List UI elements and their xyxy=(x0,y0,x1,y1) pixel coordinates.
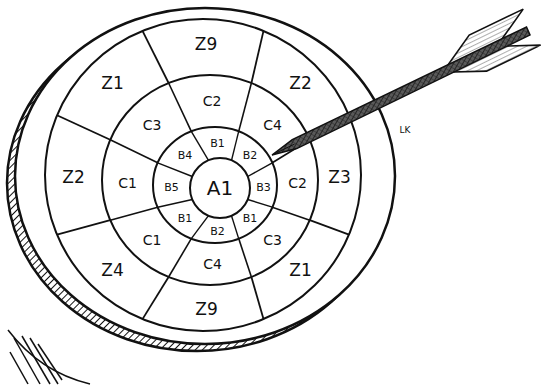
middle-ring-label: C1 xyxy=(118,176,137,190)
inner-ring-label: B5 xyxy=(164,181,179,192)
inner-ring-label: B1 xyxy=(178,212,193,223)
arrow-shaft xyxy=(272,27,530,155)
inner-ring-label: B2 xyxy=(210,225,225,236)
inner-ring-label: B2 xyxy=(243,150,258,161)
outer-ring-label: Z1 xyxy=(289,262,311,279)
middle-ring-label: C4 xyxy=(203,257,222,271)
middle-ring-label: C3 xyxy=(263,233,282,247)
outer-ring-label: Z1 xyxy=(101,75,123,92)
z-ring xyxy=(45,19,361,331)
board-outer-rim xyxy=(15,8,395,344)
outer-ring-label: Z3 xyxy=(328,168,350,185)
inner-ring-label: B3 xyxy=(256,181,271,192)
arrow-tip xyxy=(272,144,295,155)
outer-ring-label: Z4 xyxy=(101,262,123,279)
bullseye-label: A1 xyxy=(207,178,233,198)
c-ring xyxy=(102,75,318,285)
outer-ring-label: Z9 xyxy=(195,301,217,318)
artist-signature: LK xyxy=(400,126,411,135)
z-dividers xyxy=(57,31,349,319)
middle-ring-label: C4 xyxy=(263,118,282,132)
arrow xyxy=(272,9,541,155)
b-ring xyxy=(153,127,277,243)
middle-ring-label: C1 xyxy=(143,233,162,247)
c-dividers xyxy=(110,83,310,277)
outer-ring-label: Z2 xyxy=(62,168,84,185)
inner-ring-label: B1 xyxy=(210,137,225,148)
middle-ring-label: C3 xyxy=(143,118,162,132)
outer-ring-label: Z9 xyxy=(195,36,217,53)
ground-shadow xyxy=(8,330,90,384)
outer-ring-label: Z2 xyxy=(289,75,311,92)
middle-ring-label: C2 xyxy=(288,176,307,190)
bullseye xyxy=(190,158,250,218)
middle-ring-label: C2 xyxy=(203,94,222,108)
inner-ring-label: B4 xyxy=(178,150,193,161)
inner-ring-label: B1 xyxy=(243,212,258,223)
b-dividers xyxy=(158,131,273,238)
